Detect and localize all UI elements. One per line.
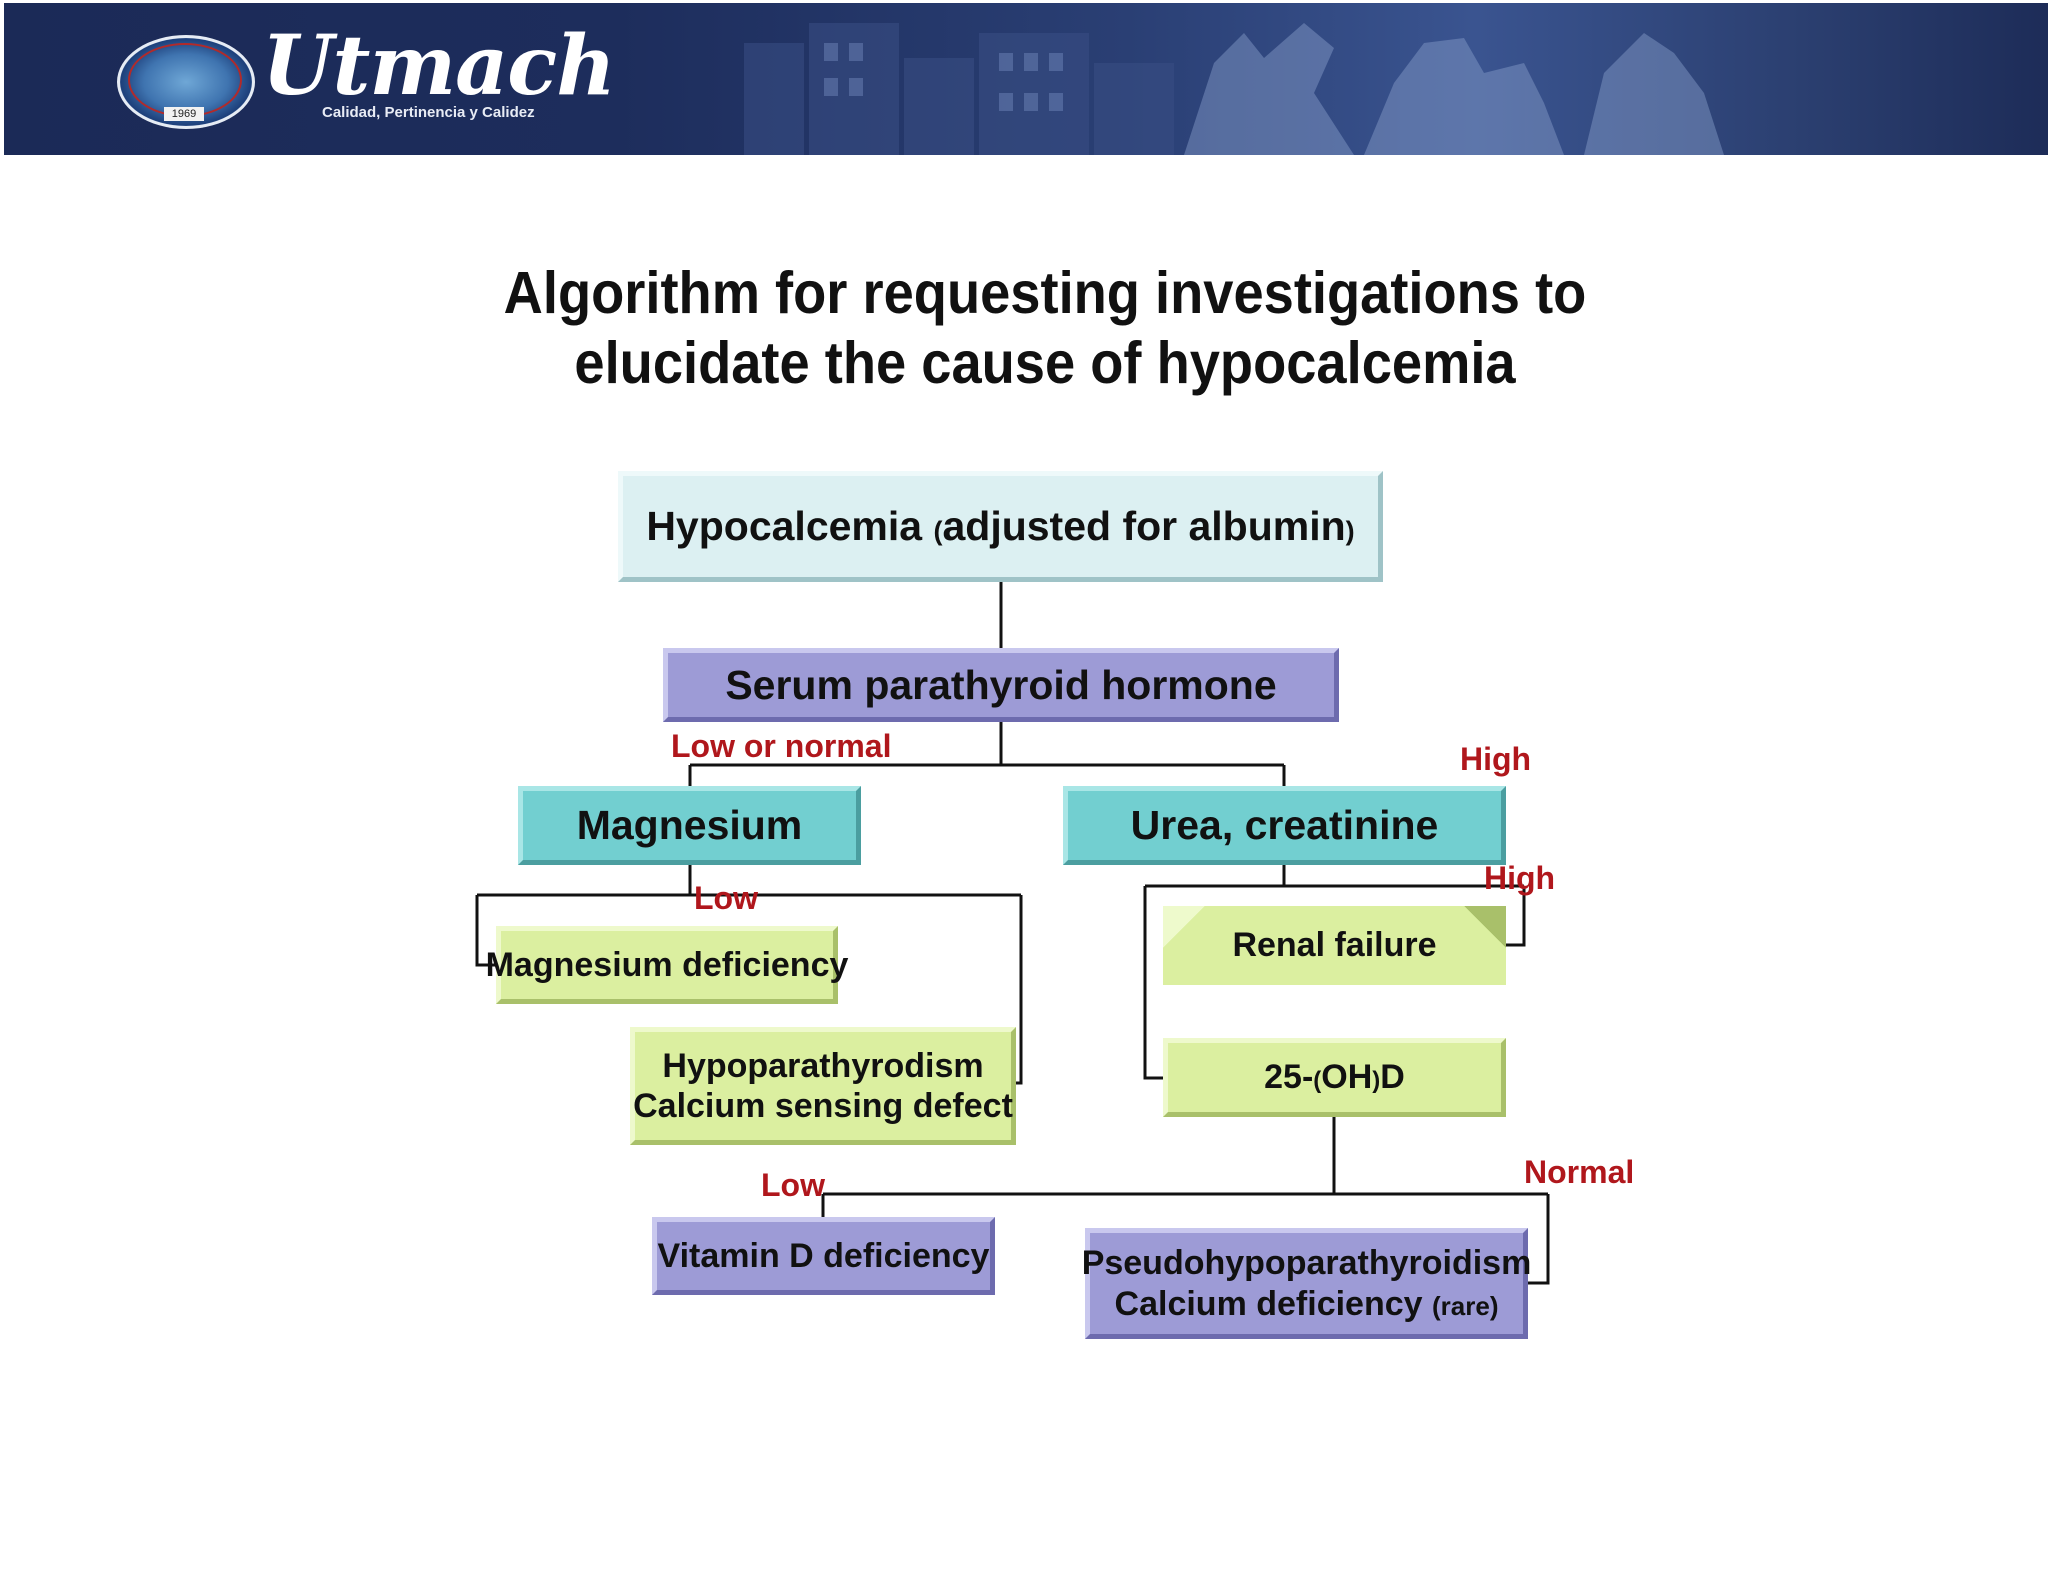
label-low-magnesium: Low <box>694 880 758 916</box>
node-magnesium-text: Magnesium <box>576 802 803 849</box>
node-vitamin-d-deficiency: Vitamin D deficiency <box>652 1217 995 1295</box>
edge-to-renal <box>1506 886 1526 947</box>
brand-tagline: Calidad, Pertinencia y Calidez <box>322 104 535 121</box>
header-banner: 1969 Utmach Calidad, Pertinencia y Calid… <box>4 3 2048 155</box>
slide-title: Algorithm for requesting investigations … <box>415 258 1675 398</box>
node-25-oh-d-prefix: 25- <box>1264 1058 1314 1097</box>
label-low-vitamin-d: Low <box>761 1167 825 1203</box>
node-pseudo-line-2: Calcium deficiency <box>1114 1284 1432 1323</box>
node-urea-creatinine-text: Urea, creatinine <box>1130 802 1439 849</box>
node-hypocalcemia-qualifier: adjusted for albumin <box>942 503 1346 550</box>
node-hypocalcemia-paren-close: ) <box>1345 516 1355 547</box>
edge-to-vitd-test <box>1143 886 1163 1080</box>
node-hypoparathyroidism-line-1: Hypoparathyrodism <box>662 1046 984 1085</box>
node-magnesium-deficiency: Magnesium deficiency <box>486 926 848 1004</box>
label-high-urea: High <box>1460 741 1532 777</box>
label-low-or-normal: Low or normal <box>671 728 892 764</box>
node-serum-pth: Serum parathyroid hormone <box>663 648 1339 722</box>
label-high-renal: High <box>1484 860 1556 896</box>
node-25-oh-d-oh: OH <box>1321 1058 1373 1097</box>
slide-title-line-2: elucidate the cause of hypocalcemia <box>574 330 1516 396</box>
node-renal-failure-text: Renal failure <box>1232 926 1437 965</box>
node-renal-failure: Renal failure <box>1163 906 1506 985</box>
node-pseudo-rare: (rare) <box>1432 1290 1499 1321</box>
node-vitamin-d-deficiency-text: Vitamin D deficiency <box>657 1236 990 1275</box>
node-pseudohypoparathyroidism: Pseudohypoparathyroidism Calcium deficie… <box>1082 1228 1531 1339</box>
node-serum-pth-text: Serum parathyroid hormone <box>725 661 1277 708</box>
node-hypocalcemia-text: Hypocalcemia <box>646 503 934 550</box>
node-25-oh-d-paren-close: ) <box>1372 1067 1381 1095</box>
node-magnesium-deficiency-text: Magnesium deficiency <box>485 945 849 984</box>
brand-logo-text: Utmach <box>262 18 616 114</box>
node-hypoparathyroidism: Hypoparathyrodism Calcium sensing defect <box>630 1027 1016 1145</box>
edge-to-mg-deficiency <box>475 895 496 967</box>
edge-to-pseudo <box>1528 1194 1550 1285</box>
slide-title-line-1: Algorithm for requesting investigations … <box>503 260 1587 326</box>
node-pseudo-line-1: Pseudohypoparathyroidism <box>1081 1244 1532 1283</box>
node-hypocalcemia-paren-open: ( <box>933 516 943 547</box>
node-25-oh-d-paren-open: ( <box>1313 1067 1322 1095</box>
node-magnesium: Magnesium <box>518 786 861 865</box>
node-hypoparathyroidism-line-2: Calcium sensing defect <box>633 1087 1013 1125</box>
label-normal: Normal <box>1524 1154 1635 1190</box>
node-25-oh-d: 25-(OH)D <box>1163 1038 1506 1117</box>
banner-background-art <box>744 23 1724 155</box>
node-hypocalcemia: Hypocalcemia (adjusted for albumin) <box>618 471 1383 582</box>
seal-year: 1969 <box>164 107 204 121</box>
node-25-oh-d-suffix: D <box>1380 1058 1405 1097</box>
node-urea-creatinine: Urea, creatinine <box>1063 786 1506 865</box>
